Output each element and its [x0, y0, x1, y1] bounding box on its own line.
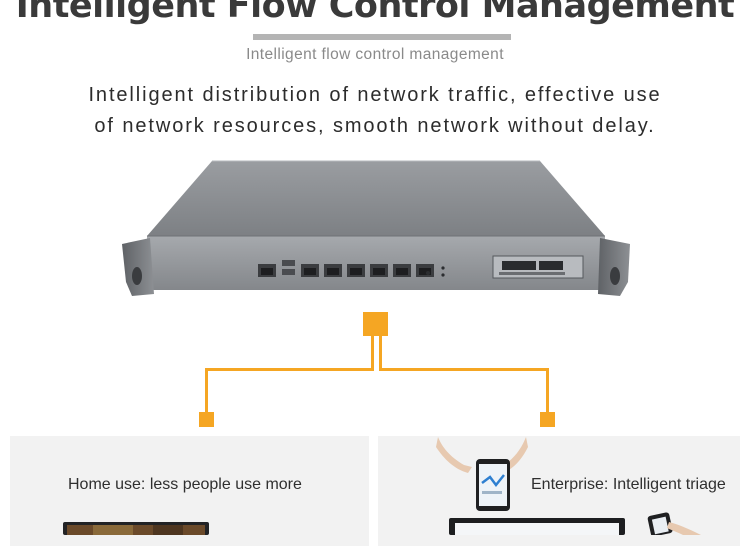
connector-node-top	[363, 312, 388, 336]
enterprise-label: Enterprise: Intelligent triage	[531, 476, 726, 493]
firewall-appliance-image	[122, 160, 630, 296]
tablet-hands-image	[436, 437, 528, 511]
connector-line	[371, 336, 374, 371]
title-underline	[253, 34, 511, 40]
connector-node-right	[540, 412, 555, 427]
page-title: Intelligent Flow Control Management	[15, 0, 735, 26]
connector-line	[546, 368, 549, 412]
description-line-2: of network resources, smooth network wit…	[94, 115, 656, 137]
home-use-label: Home use: less people use more	[68, 476, 302, 493]
monitor-image	[449, 518, 625, 535]
connector-line	[205, 368, 374, 371]
description-line-1: Intelligent distribution of network traf…	[88, 84, 662, 106]
connector-line	[379, 368, 549, 371]
laptop-image	[63, 522, 209, 535]
connector-node-left	[199, 412, 214, 427]
phone-hand-image	[647, 512, 701, 535]
connector-line	[205, 368, 208, 412]
connector-line	[379, 336, 382, 371]
page-subtitle: Intelligent flow control management	[246, 46, 504, 63]
